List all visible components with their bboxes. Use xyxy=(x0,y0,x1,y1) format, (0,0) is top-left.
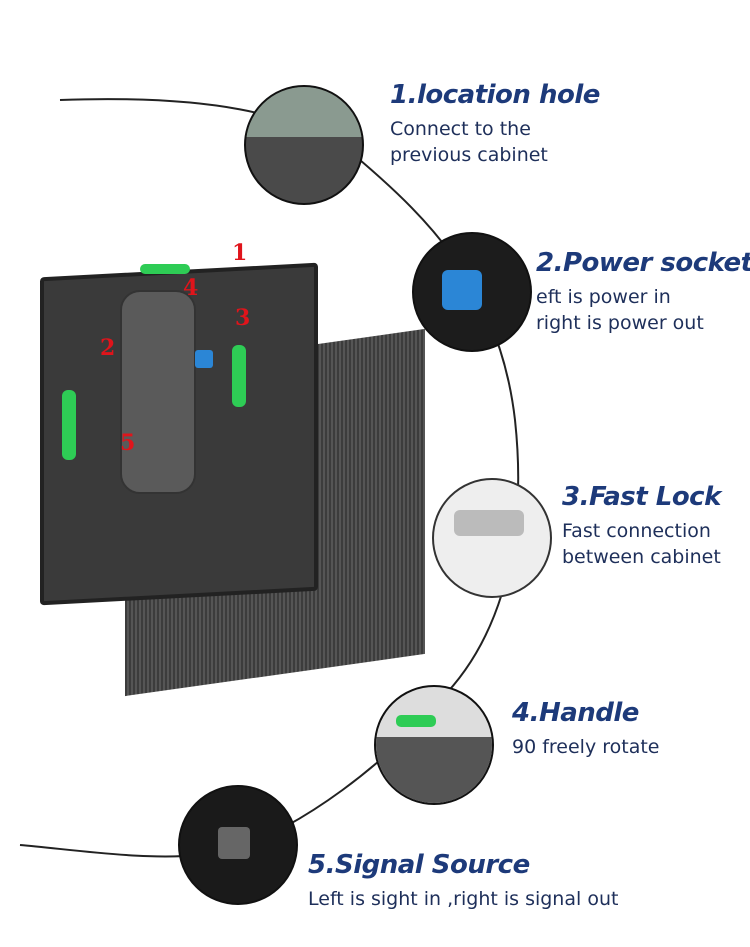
led-cabinet-image: 1 2 3 4 5 xyxy=(20,240,440,697)
handle-top xyxy=(140,264,190,274)
feature-title: 2.Power socket xyxy=(536,248,750,278)
center-box xyxy=(120,290,196,494)
handle-right xyxy=(232,345,246,407)
feature-desc: 90 freely rotate xyxy=(512,736,660,758)
feature-signal-source: 5.Signal Source Left is sight in ,right … xyxy=(308,850,618,912)
fast-lock-thumbnail xyxy=(432,478,552,598)
marker-3: 3 xyxy=(235,305,251,331)
marker-4: 4 xyxy=(183,275,199,301)
handle-left xyxy=(62,390,76,460)
marker-5: 5 xyxy=(120,430,136,456)
location-hole-thumbnail xyxy=(244,85,364,205)
marker-2: 2 xyxy=(100,335,116,361)
handle-thumbnail xyxy=(374,685,494,805)
feature-desc: Left is sight in ,right is signal out xyxy=(308,888,619,910)
feature-title: 4.Handle xyxy=(512,698,639,728)
signal-source-thumbnail xyxy=(178,785,298,905)
power-socket xyxy=(195,350,213,368)
marker-1: 1 xyxy=(232,240,248,266)
feature-handle: 4.Handle 90 freely rotate xyxy=(512,698,660,760)
power-socket-thumbnail xyxy=(412,232,532,352)
feature-title: 5.Signal Source xyxy=(308,850,530,880)
feature-title: 3.Fast Lock xyxy=(562,482,721,512)
feature-title: 1.location hole xyxy=(390,80,600,110)
